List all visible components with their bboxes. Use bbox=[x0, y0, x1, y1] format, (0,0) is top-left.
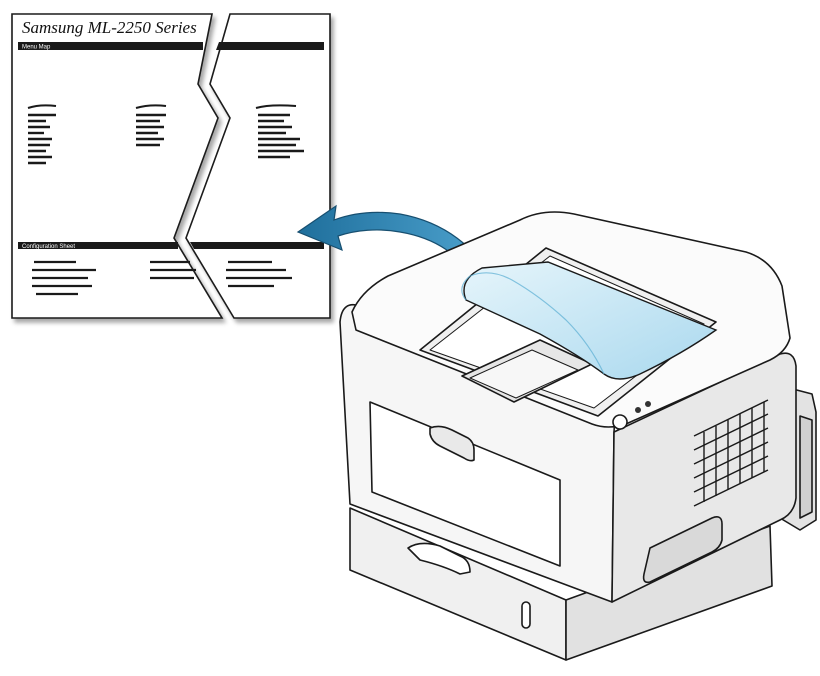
menu-column-1 bbox=[27, 104, 57, 165]
configuration-band: Configuration Sheet bbox=[18, 242, 324, 250]
page-left-sheet bbox=[11, 13, 224, 319]
configuration-label: Configuration Sheet bbox=[22, 244, 75, 250]
printed-page: Samsung ML-2250 Series Menu Map bbox=[11, 13, 331, 319]
page-right-sheet bbox=[185, 13, 331, 319]
configuration-lines bbox=[32, 260, 292, 296]
vent-grille bbox=[693, 399, 769, 507]
menu-map-band: Menu Map bbox=[18, 42, 324, 51]
output-paper bbox=[461, 261, 718, 380]
menu-column-2 bbox=[135, 104, 167, 147]
page-title: Samsung ML-2250 Series bbox=[22, 18, 197, 37]
menu-map-label: Menu Map bbox=[22, 45, 51, 51]
curved-arrow-icon bbox=[296, 204, 493, 283]
menu-column-3 bbox=[255, 104, 304, 159]
